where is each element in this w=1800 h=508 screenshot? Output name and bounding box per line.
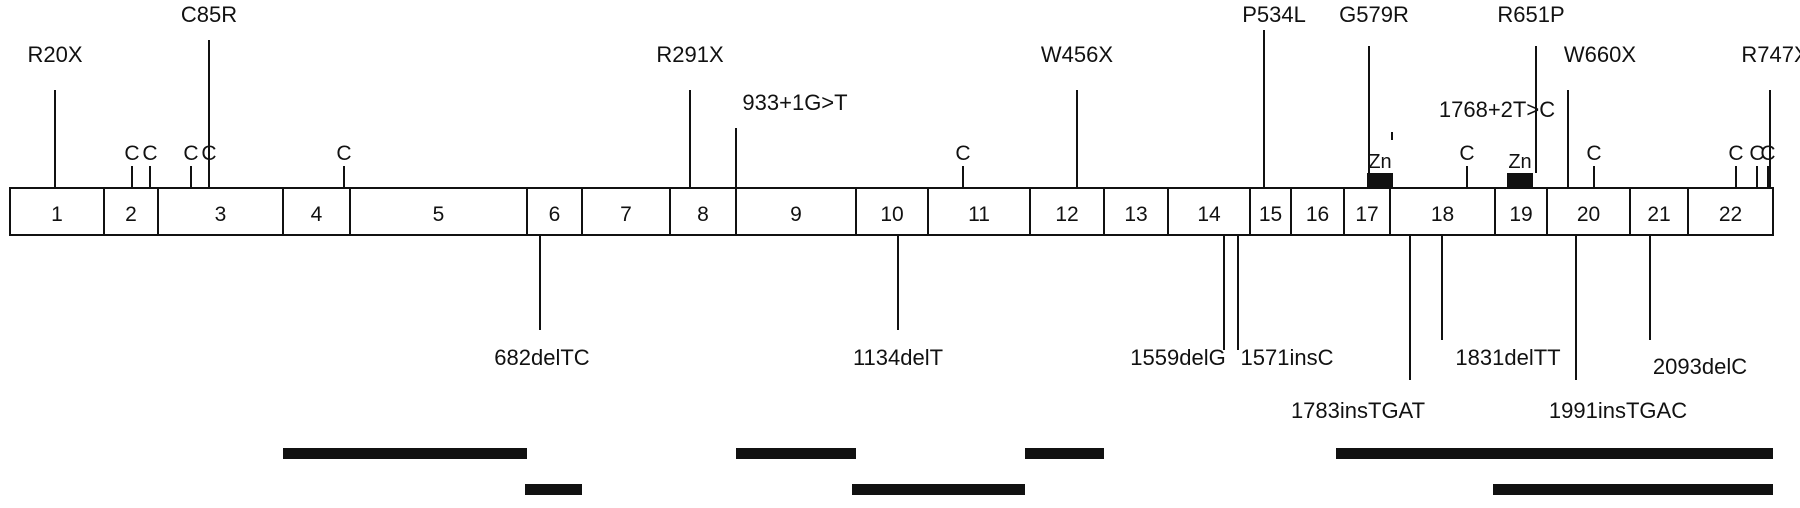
exon-box-1 xyxy=(9,187,105,236)
exon-number-15: 15 xyxy=(1259,203,1282,226)
fragment-bar xyxy=(1025,448,1104,459)
exon-box-16 xyxy=(1290,187,1345,236)
exon-box-8 xyxy=(669,187,737,236)
exon-number-21: 21 xyxy=(1647,203,1670,226)
cysteine-label: C xyxy=(1586,142,1601,165)
zinc-label: Zn xyxy=(1508,151,1531,173)
exon-number-2: 2 xyxy=(125,203,137,226)
mutation-label: 1571insC xyxy=(1241,345,1334,370)
cysteine-label: C xyxy=(336,142,351,165)
exon-box-6 xyxy=(526,187,583,236)
mutation-label: 933+1G>T xyxy=(742,90,847,115)
zinc-label: Zn xyxy=(1368,151,1391,173)
cysteine-label: C xyxy=(1760,142,1775,165)
exon-number-20: 20 xyxy=(1577,203,1600,226)
exon-number-1: 1 xyxy=(51,203,63,226)
zinc-finger-box xyxy=(1507,173,1533,188)
mutation-label: 1768+2T>C xyxy=(1439,97,1555,122)
exon-number-12: 12 xyxy=(1055,203,1078,226)
exon-number-14: 14 xyxy=(1197,203,1221,226)
cysteine-label: C xyxy=(1459,142,1474,165)
mutation-label: W660X xyxy=(1564,42,1636,67)
top-mutation-labels: R20X C85R R291X 933+1G>T W456X P534L G579R 1768… xyxy=(27,2,1800,188)
mutation-label: 1134delT xyxy=(853,345,943,370)
mutation-label: 1783insTGAT xyxy=(1291,398,1425,423)
exon-box-13 xyxy=(1103,187,1169,236)
exon-number-11: 11 xyxy=(968,203,990,226)
cysteine-label: C xyxy=(183,142,198,165)
exon-box-17 xyxy=(1343,187,1391,236)
exon-box-19 xyxy=(1494,187,1548,236)
mutation-label: P534L xyxy=(1242,2,1306,27)
exon-box-21 xyxy=(1629,187,1689,236)
exon-box-2 xyxy=(103,187,159,236)
cysteine-label: C xyxy=(142,142,157,165)
exon-box-7 xyxy=(581,187,671,236)
exon-number-7: 7 xyxy=(620,203,632,226)
mutation-label: R747X xyxy=(1741,42,1800,67)
mutation-label: G579R xyxy=(1339,2,1409,27)
exon-number-19: 19 xyxy=(1509,203,1532,226)
mutation-label: 1559delG xyxy=(1130,345,1225,370)
exon-number-4: 4 xyxy=(311,203,323,226)
mutation-label: 1831delTT xyxy=(1455,345,1560,370)
exon-number-18: 18 xyxy=(1431,203,1454,226)
exon-box-22 xyxy=(1687,187,1774,236)
fragment-bar xyxy=(283,448,527,459)
exon-number-9: 9 xyxy=(790,203,802,226)
mutation-label: W456X xyxy=(1041,42,1113,67)
fragment-bar xyxy=(736,448,856,459)
exon-box-3 xyxy=(157,187,284,236)
fragment-bar xyxy=(852,484,1025,495)
exon-number-13: 13 xyxy=(1124,203,1147,226)
cysteine-label: C xyxy=(124,142,139,165)
mutation-label: 1991insTGAC xyxy=(1549,398,1687,423)
fragment-bar xyxy=(1336,448,1773,459)
zinc-finger-box xyxy=(1367,173,1393,188)
mutation-label: R291X xyxy=(656,42,724,67)
exon-box-20 xyxy=(1546,187,1631,236)
exon-box-9 xyxy=(735,187,857,236)
mutation-label: C85R xyxy=(181,2,237,27)
exon-number-5: 5 xyxy=(433,203,445,226)
exon-number-22: 22 xyxy=(1719,203,1742,226)
exon-number-6: 6 xyxy=(549,203,561,226)
mutation-label: 682delTC xyxy=(494,345,590,370)
exon-number-8: 8 xyxy=(697,203,709,226)
fragment-bars xyxy=(283,448,1773,495)
zinc-finger-markers: Zn Zn xyxy=(1367,151,1533,188)
exon-box-12 xyxy=(1029,187,1105,236)
mutation-label: 2093delC xyxy=(1653,354,1747,379)
exon-number-16: 16 xyxy=(1306,203,1329,226)
cysteine-label: C xyxy=(955,142,970,165)
fragment-bar xyxy=(525,484,582,495)
cysteine-label: C xyxy=(1728,142,1743,165)
exon-number-3: 3 xyxy=(215,203,227,226)
cysteine-label: C xyxy=(1749,142,1764,165)
fragment-bar xyxy=(1493,484,1773,495)
bottom-mutation-labels: 682delTC 1134delT 1559delG 1571insC 1783insT… xyxy=(494,235,1747,423)
exon-box-14 xyxy=(1167,187,1251,236)
exon-box-10 xyxy=(855,187,929,236)
mutation-label: R651P xyxy=(1497,2,1564,27)
exon-number-10: 10 xyxy=(880,203,903,226)
exon-number-17: 17 xyxy=(1355,203,1378,226)
mutation-label: R20X xyxy=(27,42,82,67)
exon-box-5 xyxy=(349,187,528,236)
